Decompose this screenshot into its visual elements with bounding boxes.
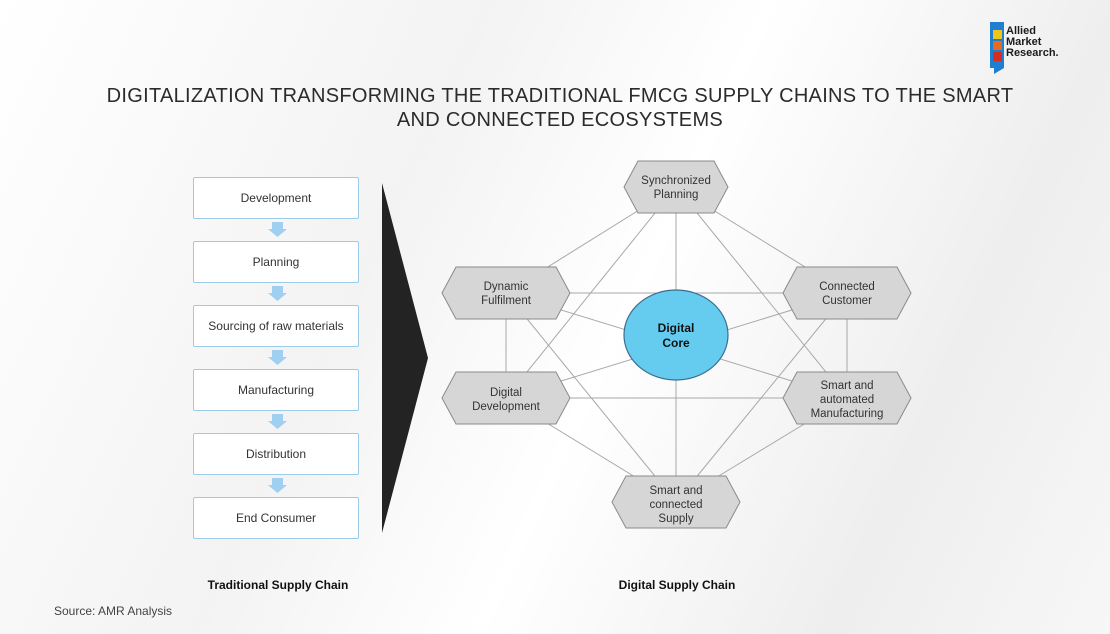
step-box-planning: Planning bbox=[193, 241, 359, 283]
node-label: Synchronized bbox=[641, 175, 711, 187]
core-label: Digital bbox=[658, 321, 695, 335]
step-box-sourcing: Sourcing of raw materials bbox=[193, 305, 359, 347]
core-label: Core bbox=[662, 336, 690, 350]
digital-core: Digital Core bbox=[623, 289, 729, 381]
digital-caption: Digital Supply Chain bbox=[618, 578, 736, 592]
node-label: Manufacturing bbox=[811, 408, 884, 420]
logo-line-3: Research. bbox=[1006, 47, 1059, 59]
node-connected-customer: Connected Customer bbox=[782, 266, 912, 320]
node-label: Smart and bbox=[820, 380, 873, 392]
logo-wordmark: Allied Market Research. bbox=[1006, 26, 1059, 59]
logo-mark-icon bbox=[990, 22, 1004, 74]
node-label: Development bbox=[472, 401, 541, 413]
node-label: Supply bbox=[658, 513, 693, 525]
node-synchronized-planning: Synchronized Planning bbox=[623, 160, 729, 214]
title-line-2: AND CONNECTED ECOSYSTEMS bbox=[396, 109, 724, 131]
node-dynamic-fulfilment: Dynamic Fulfilment bbox=[441, 266, 571, 320]
node-label: connected bbox=[649, 499, 702, 511]
node-label: Customer bbox=[822, 295, 872, 307]
node-label: Dynamic bbox=[484, 281, 529, 293]
page-title: DIGITALIZATION TRANSFORMING THE TRADITIO… bbox=[60, 84, 1060, 132]
node-label: Fulfilment bbox=[481, 295, 532, 307]
step-box-distribution: Distribution bbox=[193, 433, 359, 475]
title-line-1: DIGITALIZATION TRANSFORMING THE TRADITIO… bbox=[106, 85, 1014, 107]
logo-line-1: Allied bbox=[1006, 25, 1036, 37]
source-note: Source: AMR Analysis bbox=[54, 604, 173, 618]
node-label: Digital bbox=[490, 387, 522, 399]
step-box-development: Development bbox=[193, 177, 359, 219]
node-label: Connected bbox=[819, 281, 875, 293]
node-smart-connected-supply: Smart and connected Supply bbox=[611, 475, 741, 529]
node-smart-automated-manufacturing: Smart and automated Manufacturing bbox=[782, 371, 912, 425]
node-digital-development: Digital Development bbox=[441, 371, 571, 425]
company-logo: Allied Market Research. bbox=[990, 22, 1090, 74]
node-label: Smart and bbox=[649, 485, 702, 497]
logo-line-2: Market bbox=[1006, 36, 1042, 48]
traditional-caption: Traditional Supply Chain bbox=[207, 578, 349, 592]
step-box-end-consumer: End Consumer bbox=[193, 497, 359, 539]
node-label: automated bbox=[820, 394, 874, 406]
step-box-manufacturing: Manufacturing bbox=[193, 369, 359, 411]
node-label: Planning bbox=[654, 189, 699, 201]
